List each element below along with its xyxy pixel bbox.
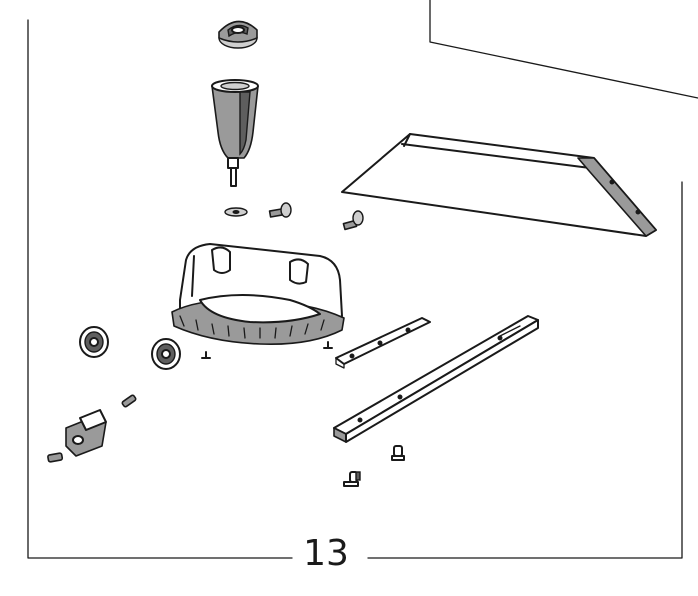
bearing-icon: [79, 326, 109, 358]
small-bolt-icon: [391, 445, 405, 461]
guide-strip-icon: [335, 317, 431, 369]
stop-bracket-icon: [47, 409, 107, 463]
page-frame: [27, 0, 698, 559]
screw-icon: [342, 210, 364, 231]
small-bolt-icon: [343, 471, 361, 487]
set-screw-icon: [121, 394, 137, 408]
screw-icon: [268, 202, 292, 218]
page-number: 13: [303, 533, 349, 574]
bearing-icon: [151, 338, 181, 370]
fence-plate-icon: [341, 133, 657, 237]
handle-icon: [211, 79, 259, 187]
miter-base-icon: [171, 243, 345, 359]
knob-icon: [218, 20, 258, 49]
miter-bar-icon: [333, 315, 539, 443]
washer-icon: [224, 207, 248, 217]
